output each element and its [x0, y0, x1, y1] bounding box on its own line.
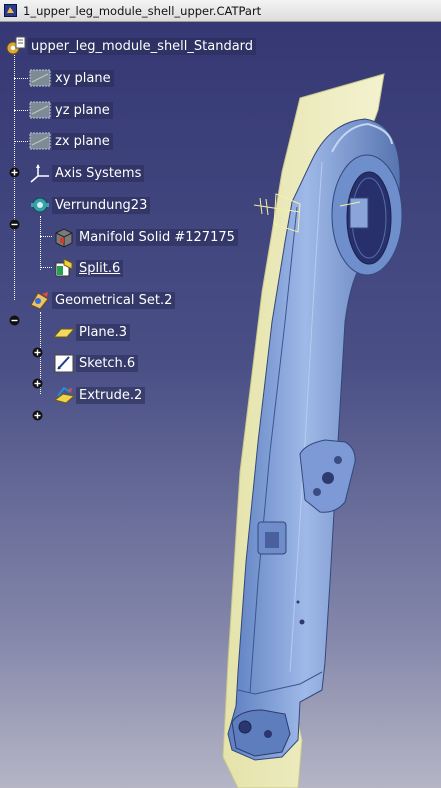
plane-preview-indicator: [253, 193, 361, 233]
collapse-minus-icon[interactable]: [9, 315, 20, 326]
title-bar: 1_upper_leg_module_shell_upper.CATPart: [0, 0, 441, 22]
plane-icon: [29, 101, 51, 119]
expand-plus-icon[interactable]: [32, 378, 43, 389]
extrude-icon: [53, 386, 76, 404]
catpart-document-icon: [4, 4, 17, 17]
tree-item-zx-plane[interactable]: zx plane: [28, 130, 113, 152]
collapse-minus-icon[interactable]: [9, 219, 20, 230]
tree-item-manifold-solid[interactable]: Manifold Solid #127175: [52, 226, 238, 248]
bottom-joint[interactable]: [231, 709, 291, 757]
tree-item-verrundung23[interactable]: Verrundung23: [28, 194, 151, 216]
tree-item-geometrical-set-2[interactable]: Geometrical Set.2: [28, 289, 176, 311]
tree-item-xy-plane[interactable]: xy plane: [28, 67, 114, 89]
tree-root-label: upper_leg_module_shell_Standard: [28, 37, 257, 55]
specification-tree: upper_leg_module_shell_Standard xy plane…: [0, 22, 300, 442]
expand-plus-icon[interactable]: [32, 410, 43, 421]
window-title: 1_upper_leg_module_shell_upper.CATPart: [23, 3, 262, 18]
3d-viewport[interactable]: upper_leg_module_shell_Standard xy plane…: [0, 22, 441, 788]
expand-plus-icon[interactable]: [9, 167, 20, 178]
tree-item-sketch-6[interactable]: Sketch.6: [52, 352, 139, 374]
tree-item-split-6[interactable]: Split.6: [52, 257, 124, 279]
part-gear-icon: [6, 36, 26, 55]
tree-item-extrude-2[interactable]: Extrude.2: [52, 384, 146, 406]
tree-item-yz-plane[interactable]: yz plane: [28, 99, 113, 121]
plane-icon: [29, 132, 51, 150]
body-gear-icon: [31, 197, 49, 213]
tree-item-axis-systems[interactable]: Axis Systems: [28, 162, 145, 184]
part-model[interactable]: [0, 22, 441, 788]
plane-feature-icon: [52, 328, 76, 338]
split-icon: [55, 258, 73, 277]
tree-root[interactable]: upper_leg_module_shell_Standard: [4, 35, 257, 57]
tree-item-plane-3[interactable]: Plane.3: [52, 321, 131, 343]
solid-cube-icon: [55, 228, 73, 248]
expand-plus-icon[interactable]: [32, 347, 43, 358]
axis-system-icon: [30, 164, 49, 183]
geometrical-set-icon: [30, 292, 49, 310]
sketch-icon: [54, 354, 74, 373]
plane-icon: [29, 69, 51, 87]
